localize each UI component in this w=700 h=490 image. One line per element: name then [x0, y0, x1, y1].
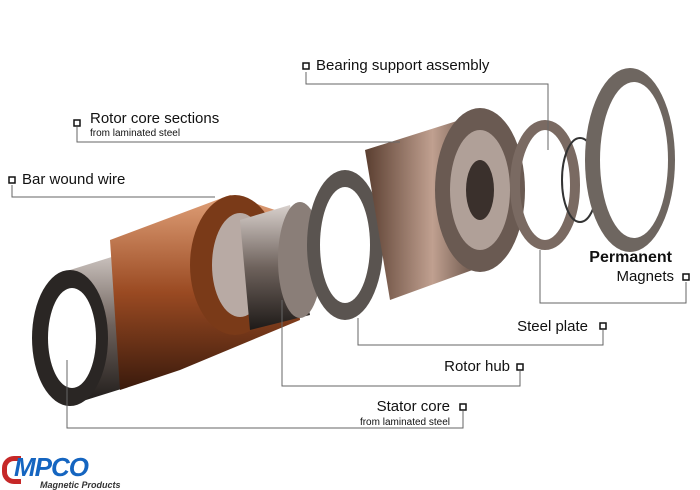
leader-lines — [11, 72, 687, 429]
logo-tagline: Magnetic Products — [40, 480, 121, 490]
label-permanent: Permanent — [589, 249, 672, 266]
bearing-part — [510, 120, 599, 250]
label-stator-core: Stator core — [376, 398, 450, 415]
magnet-logo-icon — [2, 456, 21, 484]
label-rotor-hub: Rotor hub — [444, 358, 510, 375]
permanent-magnet-ring — [585, 68, 675, 252]
label-markers — [8, 62, 690, 411]
label-magnets: Magnets — [616, 268, 674, 285]
label-rotor-core-sub: from laminated steel — [90, 128, 181, 139]
label-steel-plate: Steel plate — [517, 318, 588, 335]
rotor-core-part — [365, 108, 525, 300]
steel-plate-part — [307, 170, 383, 320]
label-stator-core-sub: from laminated steel — [359, 417, 450, 428]
label-bar-wound-wire: Bar wound wire — [22, 171, 126, 188]
logo-text: MPCO — [14, 452, 89, 482]
label-rotor-core: Rotor core sections — [90, 110, 220, 127]
label-bearing-support: Bearing support assembly — [316, 57, 490, 74]
